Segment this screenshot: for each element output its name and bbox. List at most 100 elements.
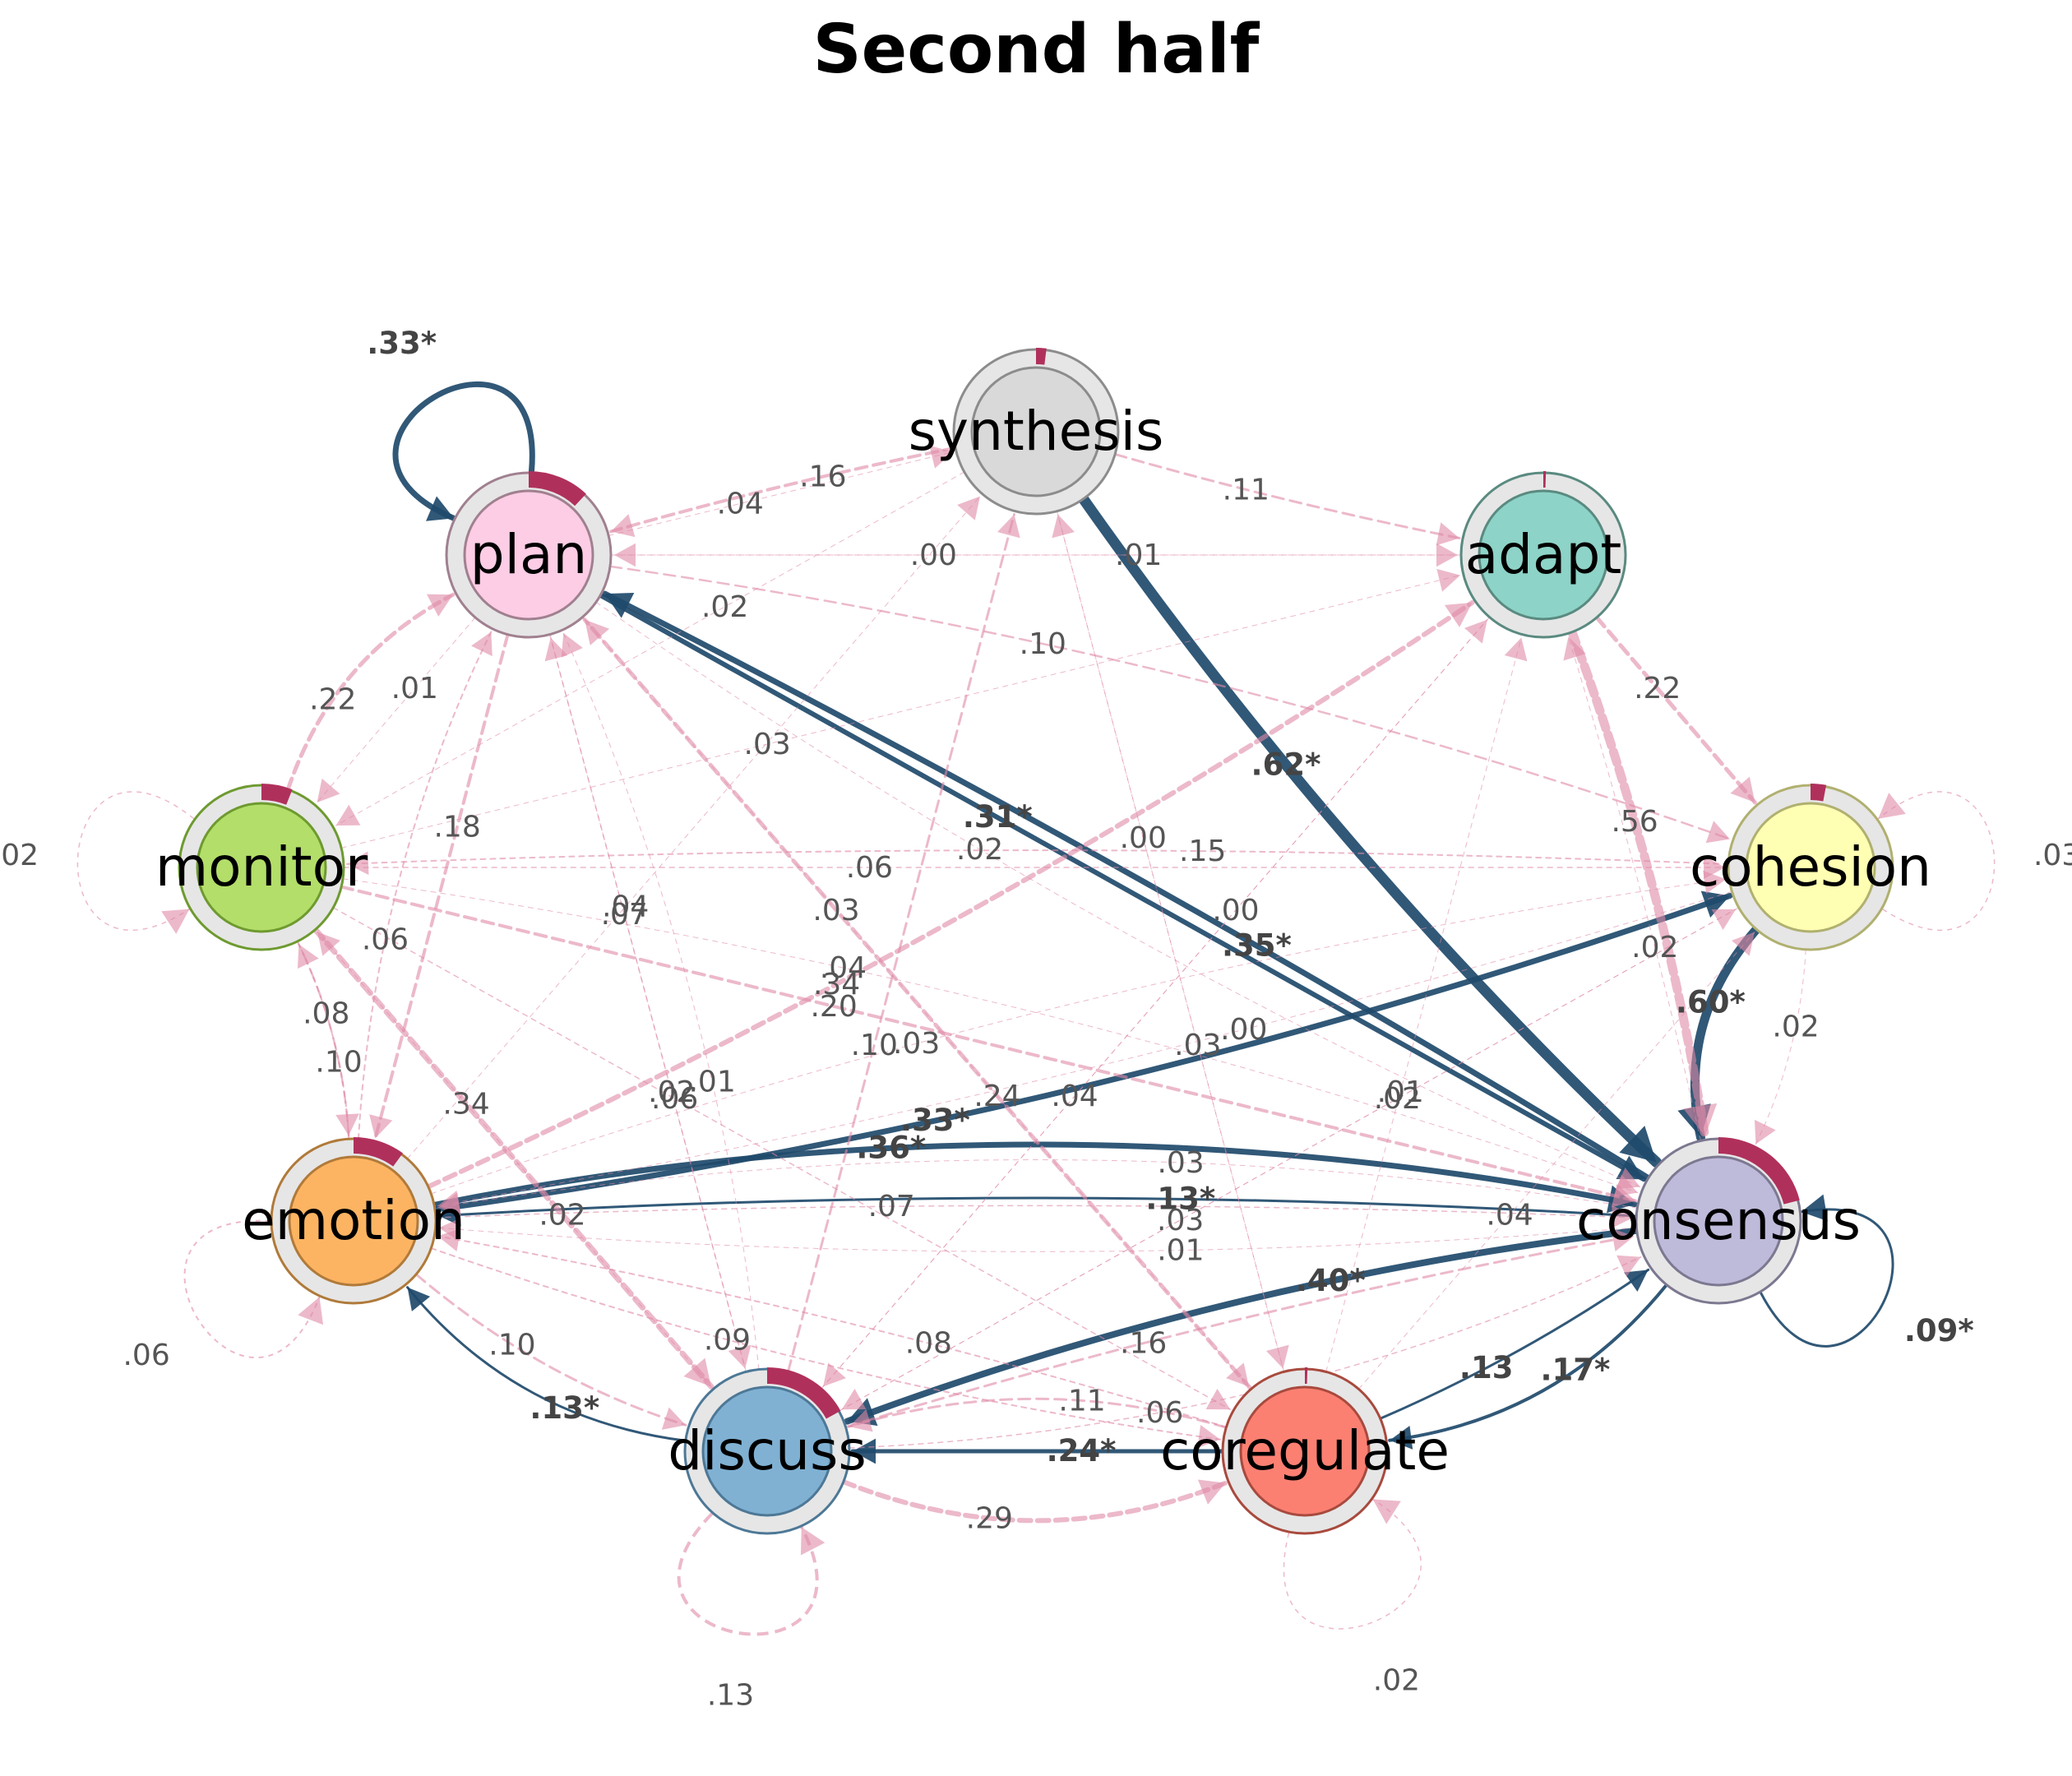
node-label: discuss (668, 1419, 867, 1482)
node-monitor[interactable]: monitor (155, 784, 368, 951)
node-share-arc (1718, 1137, 1800, 1205)
edge-plan-to-synthesis (608, 445, 954, 536)
edge-monitor-to-plan (285, 592, 456, 792)
edge-weight-label: .03 (1174, 1029, 1221, 1062)
edge-synthesis-to-monitor (335, 471, 965, 826)
node-cohesion[interactable]: cohesion (1690, 784, 1931, 951)
edge-weight-label: .60* (1676, 984, 1746, 1020)
edge-weight-label: .10 (488, 1328, 535, 1362)
edge-weight-label: .29 (966, 1501, 1013, 1535)
edge-consensus-to-plan (602, 590, 1652, 1182)
node-core (196, 802, 327, 933)
node-core (1745, 802, 1876, 933)
edge-weight-label: .02 (539, 1198, 585, 1232)
node-coregulate[interactable]: coregulate (1160, 1367, 1450, 1535)
edge-weight-label: .00 (1120, 821, 1167, 855)
edge-weight-label: .00 (1220, 1013, 1267, 1047)
edge-discuss-to-coregulate (840, 1479, 1228, 1524)
edge-weight-label: .16 (1120, 1327, 1167, 1361)
edge-emotion-to-cohesion (430, 870, 1727, 1195)
node-label: synthesis (909, 400, 1164, 463)
node-core (1239, 1385, 1371, 1517)
edge-coregulate-to-coregulate (1283, 1498, 1422, 1630)
edge-weight-label: .31* (963, 799, 1033, 835)
edge-weight-label: .06 (846, 851, 893, 885)
edge-coregulate-to-adapt (1325, 637, 1528, 1372)
edge-weight-label: .03 (1157, 1146, 1204, 1180)
edge-cohesion-to-emotion (437, 890, 1732, 1214)
edges-layer (76, 381, 1996, 1636)
edge-weight-label: .13 (707, 1679, 754, 1713)
edge-emotion-to-monitor (297, 943, 350, 1140)
node-adapt[interactable]: adapt (1459, 470, 1627, 639)
node-synthesis[interactable]: synthesis (909, 348, 1164, 516)
node-share-arc (528, 471, 586, 506)
edge-adapt-to-consensus (1567, 627, 1718, 1141)
edge-weight-label: .02 (0, 839, 39, 872)
edge-weight-label: .00 (910, 539, 957, 572)
edge-discuss-to-monitor (317, 932, 715, 1390)
edge-plan-to-coregulate (581, 617, 1250, 1387)
edge-weight-label: .15 (1179, 835, 1226, 868)
edge-coregulate-to-consensus (1379, 1268, 1650, 1420)
edge-synthesis-to-plan (608, 446, 957, 538)
node-consensus[interactable]: consensus (1576, 1137, 1861, 1305)
node-label: monitor (155, 835, 368, 899)
edge-weight-label: .24* (1047, 1433, 1117, 1468)
edge-weight-label: .33* (367, 326, 437, 361)
edge-weight-label: .22 (1634, 672, 1681, 705)
edge-weight-label: .04 (717, 487, 764, 520)
edge-weight-label: .03 (744, 728, 791, 761)
edge-weight-label: .07 (601, 898, 648, 932)
edge-coregulate-to-discuss (850, 1438, 1225, 1464)
edge-weight-label: .18 (433, 810, 480, 844)
edge-weight-label: .10 (1020, 627, 1066, 661)
node-core (701, 1385, 833, 1517)
node-label: coregulate (1160, 1419, 1450, 1482)
node-share-arc (261, 784, 293, 805)
node-discuss[interactable]: discuss (668, 1367, 867, 1535)
edge-weight-label: .02 (1373, 1664, 1420, 1698)
edge-weight-label: .24 (974, 1080, 1020, 1113)
edge-weight-label: .11 (1058, 1384, 1105, 1418)
node-label: cohesion (1690, 835, 1931, 899)
edge-weight-label: .07 (868, 1190, 915, 1223)
edge-consensus-to-adapt (1563, 636, 1701, 1141)
edge-consensus-to-consensus (1760, 1194, 1894, 1348)
node-emotion[interactable]: emotion (242, 1137, 465, 1305)
node-core (970, 366, 1102, 497)
edge-weight-label: .03 (812, 894, 859, 927)
edge-discuss-to-emotion (406, 1286, 687, 1442)
edge-cohesion-to-consensus (1754, 949, 1806, 1145)
edge-plan-to-consensus (595, 601, 1641, 1190)
edge-weight-label: .13* (1145, 1181, 1215, 1216)
edge-weight-label: .06 (1136, 1396, 1183, 1430)
node-core (463, 489, 594, 621)
edge-weight-label: .03 (2033, 839, 2072, 872)
edge-discuss-to-discuss (677, 1512, 826, 1636)
edge-weight-label: .06 (123, 1339, 169, 1372)
node-share-arc (1035, 348, 1047, 365)
node-plan[interactable]: plan (445, 471, 613, 639)
edge-weight-label: .17* (1540, 1353, 1610, 1388)
edge-weight-label: .03 (1157, 1204, 1204, 1237)
edge-emotion-to-coregulate (430, 1247, 1221, 1449)
diagram-title: Second half (813, 11, 1260, 89)
edge-weight-label: .06 (362, 923, 409, 956)
edge-synthesis-to-coregulate (1057, 511, 1289, 1369)
edge-discuss-to-synthesis (786, 513, 1020, 1373)
node-core (1653, 1155, 1784, 1287)
edge-adapt-to-discuss (822, 617, 1491, 1387)
edge-weight-label: .11 (1223, 473, 1270, 506)
edge-emotion-to-consensus (431, 1141, 1638, 1214)
node-label: consensus (1576, 1189, 1861, 1252)
edge-weight-label: .62* (1251, 747, 1321, 782)
edge-cohesion-to-cohesion (1877, 791, 1996, 932)
edge-weight-label: .04 (602, 890, 649, 923)
edge-adapt-to-cohesion (1594, 615, 1757, 805)
edge-synthesis-to-adapt (1113, 452, 1461, 546)
edge-monitor-to-emotion (296, 940, 359, 1137)
edge-weight-label: .10 (851, 1029, 898, 1062)
edge-plan-to-plan (392, 381, 535, 521)
